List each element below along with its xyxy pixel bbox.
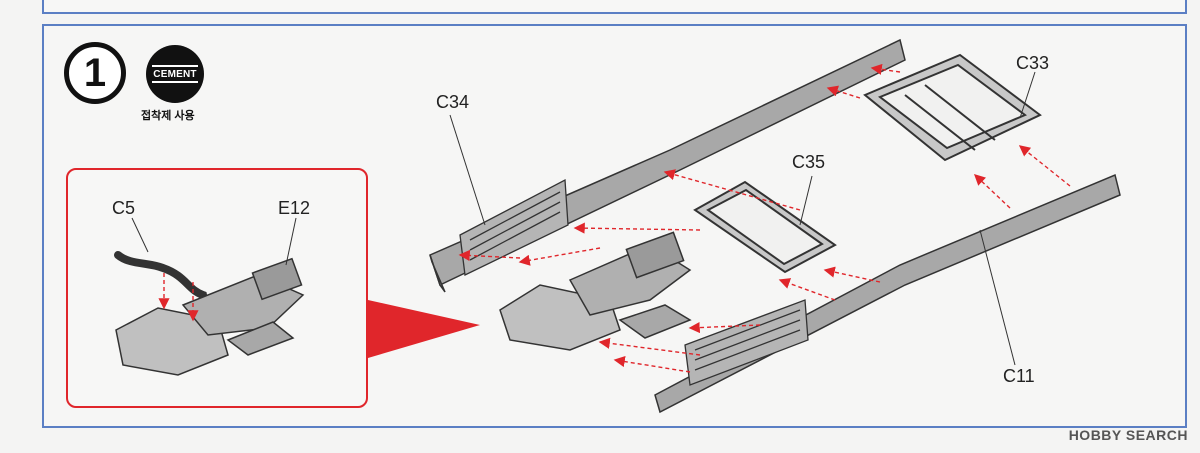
label-c11: C11 (1003, 366, 1035, 386)
part-c34-panel (459, 178, 569, 276)
cement-icon: CEMENT (146, 45, 204, 103)
cement-caption: 접착제 사용 (141, 110, 195, 122)
label-c34: C34 (436, 92, 470, 112)
label-c33: C33 (1016, 53, 1050, 73)
label-c35: C35 (792, 152, 826, 172)
label-leader-lines (449, 71, 1036, 366)
label-c5: C5 (112, 198, 136, 218)
detail-inset: C5 E12 (66, 168, 368, 408)
step-number: 1 (64, 42, 126, 104)
engine-assembly-main (499, 231, 692, 351)
watermark: HOBBY SEARCH (1068, 427, 1188, 443)
label-e12: E12 (278, 198, 311, 218)
part-c11-panel (684, 299, 809, 386)
part-c35-plate (693, 180, 837, 274)
assembly-arrows (458, 63, 1071, 373)
part-c33-frame (863, 53, 1042, 162)
inset-illustration (114, 217, 305, 376)
top-instruction-strip (42, 0, 1187, 14)
callout-pointer (368, 300, 480, 358)
